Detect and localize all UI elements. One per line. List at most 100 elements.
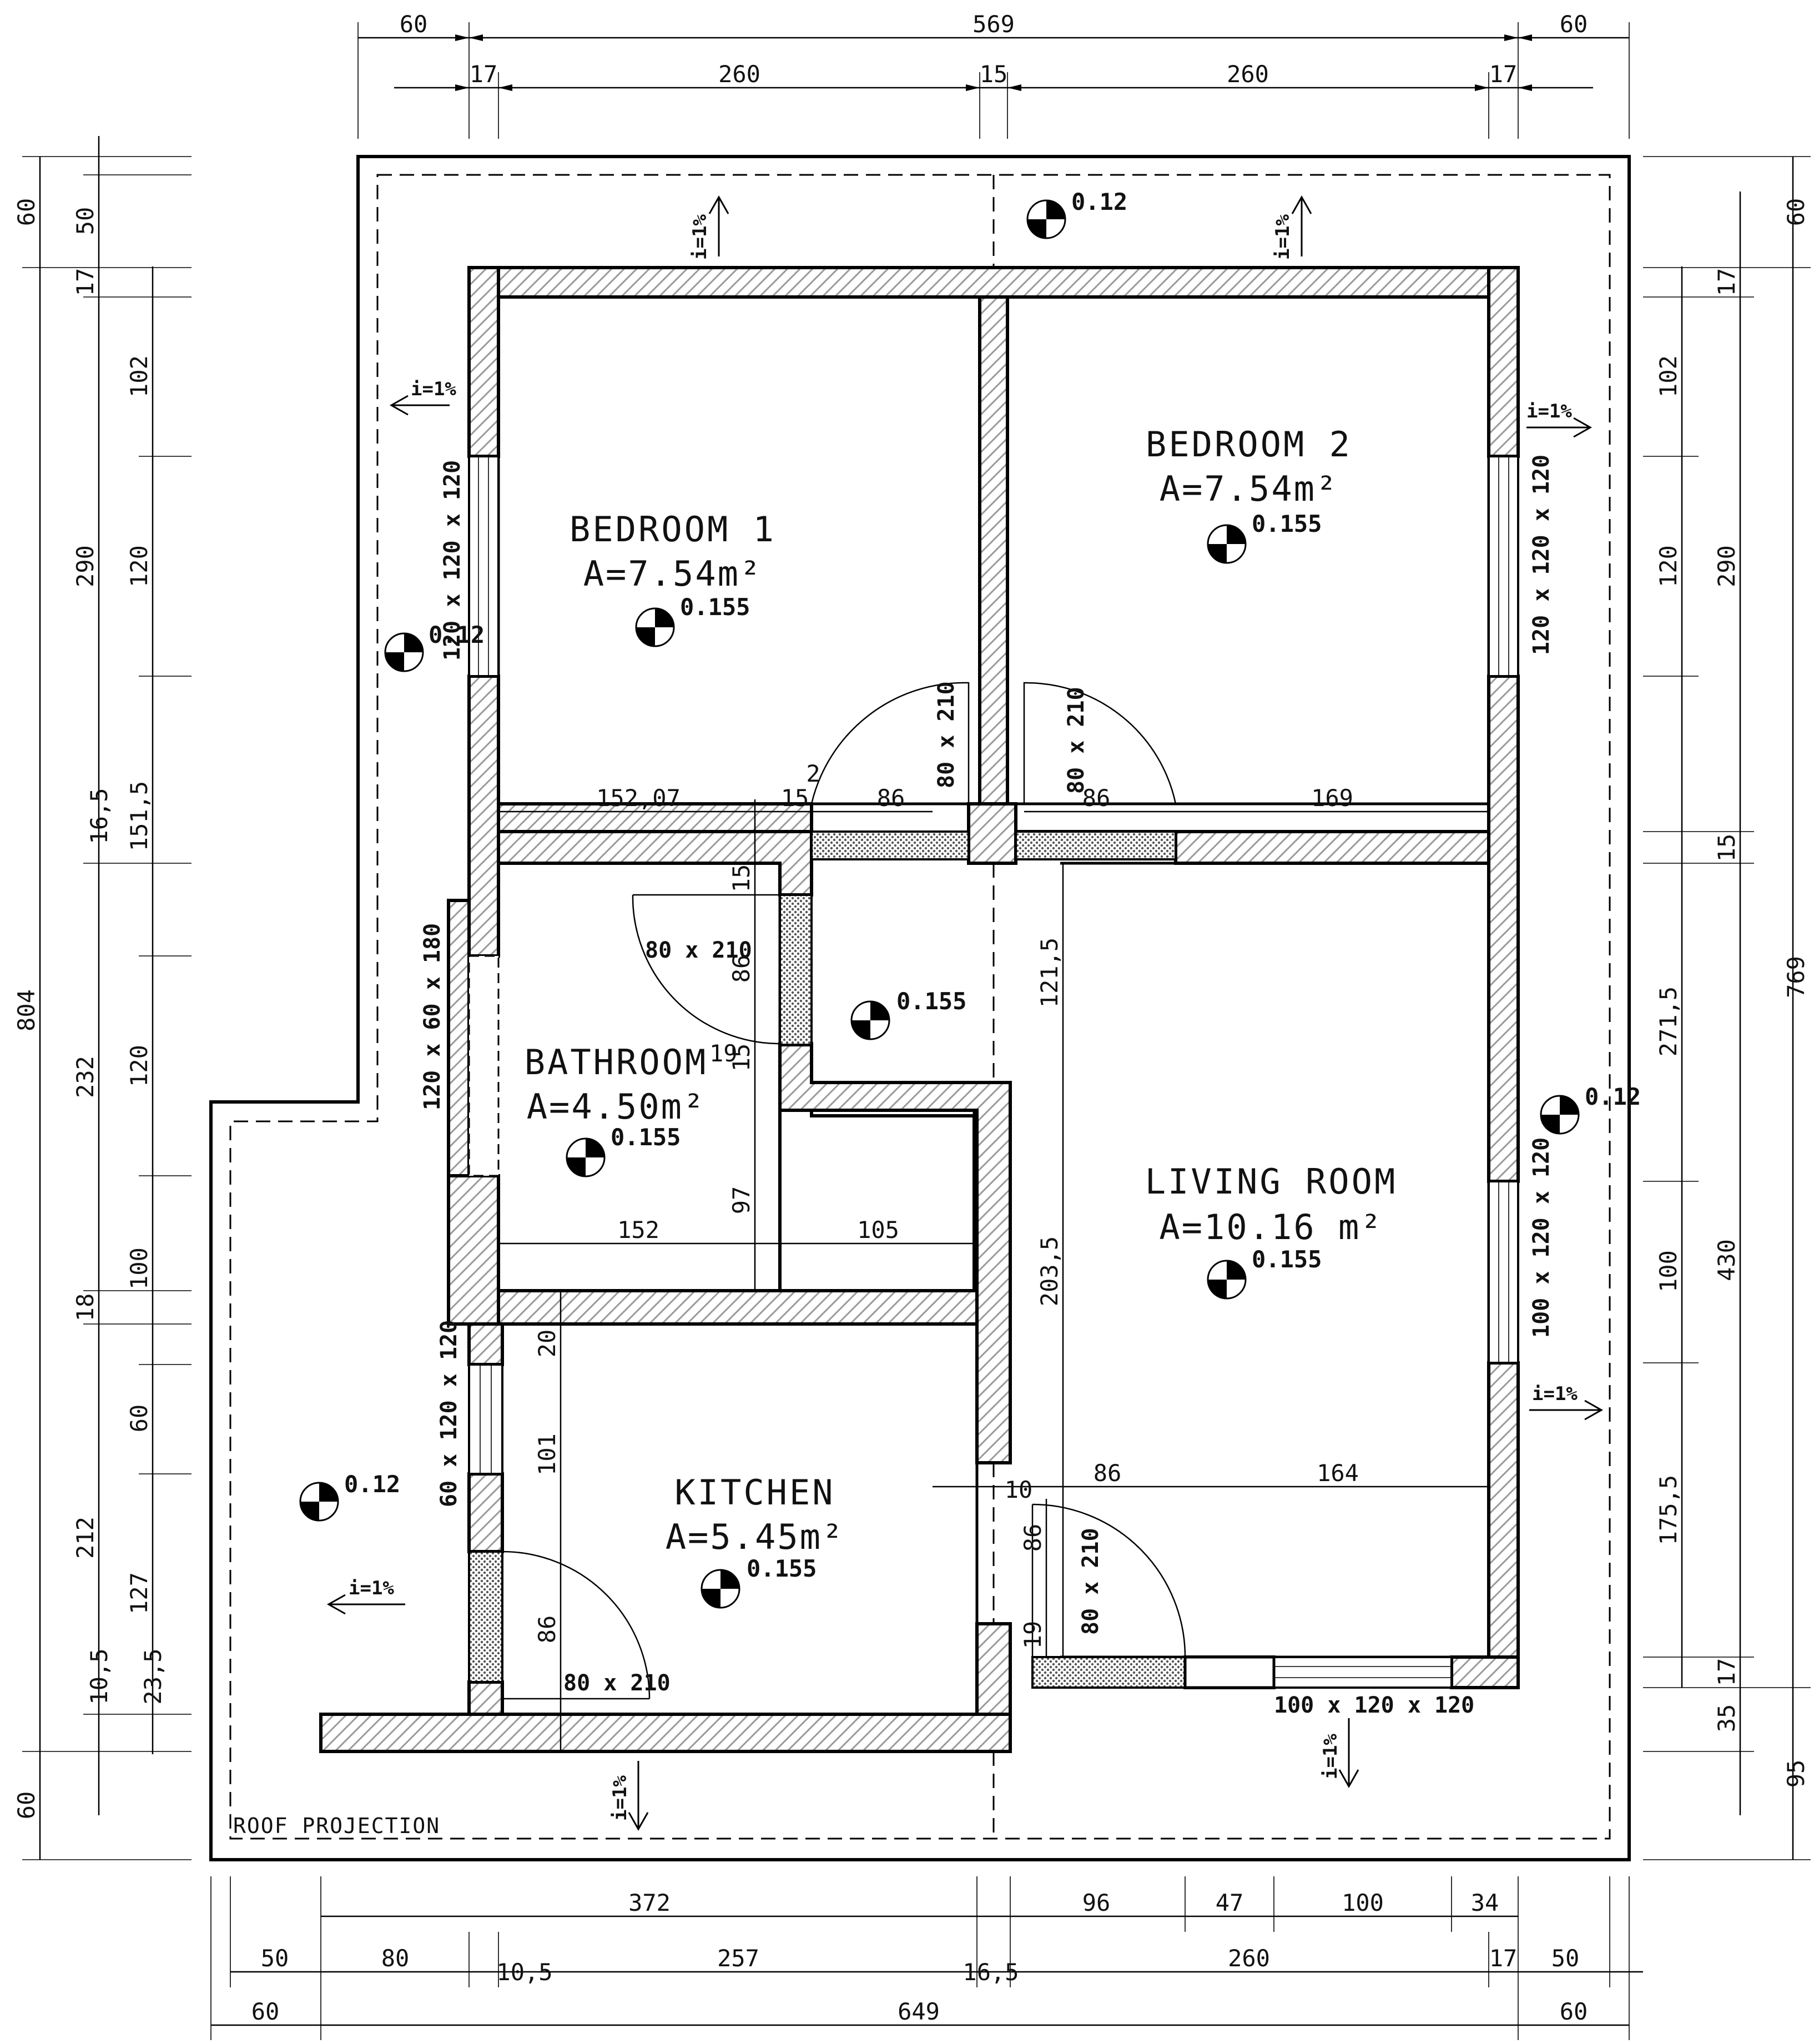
wall-right-mid <box>1487 674 1520 1183</box>
dim-in-15: 203,5 <box>1036 1236 1063 1306</box>
room-name-bedroom-2: BEDROOM 2 <box>1146 424 1352 465</box>
window-bedroom-2 <box>1488 455 1519 677</box>
dim-left-mid-1: 50 <box>72 207 99 235</box>
wall-bath-bottom <box>497 1289 979 1326</box>
level-marker-icon <box>384 632 424 672</box>
dim-in-14: 121,5 <box>1036 938 1063 1008</box>
door-label-living: 80 x 210 <box>1078 1528 1103 1635</box>
dim-left-inner-2: 120 <box>125 545 153 587</box>
dim-right-inner-5: 175,5 <box>1655 1475 1682 1545</box>
roof-projection-label: ROOF PROJECTION <box>233 1814 440 1838</box>
door-label-bedroom-2: 80 x 210 <box>1064 687 1089 794</box>
roof-projection-line <box>229 174 1611 1840</box>
wall-kitchen-right-lower <box>975 1622 1012 1716</box>
dim-left-inner-8: 23,5 <box>139 1648 167 1704</box>
window-bedroom-1 <box>468 455 500 677</box>
dim-left-inner-4: 120 <box>125 1045 153 1087</box>
slope-arrow-bottom-kitchen: i=1% <box>609 1761 649 1831</box>
slope-arrow-top-right: i=1% <box>1272 195 1312 260</box>
threshold-kitchen <box>468 1550 503 1683</box>
level-bedroom-2: 0.155 <box>1252 510 1322 537</box>
window-label-bedroom-2: 120 x 120 x 120 <box>1529 455 1554 655</box>
wall-right-lower <box>1487 1361 1520 1689</box>
room-name-living-room: LIVING ROOM <box>1145 1161 1398 1202</box>
dim-right-inner-2: 120 <box>1655 545 1682 587</box>
dim-right-outer-2: 769 <box>1782 956 1810 998</box>
wall-left-mid <box>467 674 500 958</box>
opening-labels: 120 x 120 x 120 120 x 120 x 120 120 x 60… <box>420 455 1554 1718</box>
window-label-living-right: 100 x 120 x 120 <box>1529 1137 1554 1338</box>
window-label-kitchen: 60 x 120 x 120 <box>436 1320 462 1507</box>
dim-bottom-10: 16,5 <box>963 1959 1019 1986</box>
dim-left-outer-3: 60 <box>13 1791 40 1820</box>
window-living-right <box>1488 1180 1519 1364</box>
level-marker-icon <box>1207 1260 1247 1300</box>
dim-in-4: 86 <box>877 784 905 812</box>
level-kitchen: 0.155 <box>747 1555 817 1582</box>
window-living-bottom <box>1273 1656 1453 1689</box>
window-living-fixed <box>1183 1655 1276 1689</box>
room-area-bedroom-2: A=7.54m² <box>1160 469 1339 509</box>
dim-in-3: 2 <box>806 760 820 787</box>
dim-bottom-13: 50 <box>1551 1945 1580 1972</box>
dim-bottom-7: 80 <box>381 1945 410 1972</box>
bathroom-outline <box>498 862 976 1292</box>
dim-top-8: 17 <box>1489 61 1518 88</box>
dim-in-22: 86 <box>1019 1524 1046 1552</box>
dim-bottom-16: 60 <box>1560 1998 1588 2025</box>
door-label-kitchen: 80 x 210 <box>563 1670 671 1696</box>
dim-left-mid-6: 18 <box>72 1293 99 1322</box>
svg-text:i=1%: i=1% <box>1526 400 1572 422</box>
door-label-bathroom: 80 x 210 <box>645 938 752 963</box>
level-outside-right: 0.12 <box>1585 1083 1641 1110</box>
dim-top-7: 260 <box>1227 61 1269 88</box>
slope-arrow-top-left: i=1% <box>689 195 729 260</box>
dim-bottom-15: 649 <box>898 1998 940 2025</box>
threshold-bedroom-2 <box>1015 830 1177 860</box>
wall-left-kitchen-2 <box>467 1472 504 1553</box>
level-marker-icon <box>850 1000 890 1040</box>
dim-left-inner-3: 151,5 <box>125 781 153 851</box>
wall-right-upper <box>1487 266 1520 458</box>
dim-left-outer-2: 804 <box>13 989 40 1031</box>
slope-arrows: i=1% i=1% i=1% i=1% i=1% i=1% i=1% i=1% <box>326 195 1604 1831</box>
dim-left-inner-6: 60 <box>125 1404 153 1433</box>
level-marker-icon <box>299 1482 339 1522</box>
dim-right-mid-4: 430 <box>1713 1239 1740 1281</box>
thin-walls <box>468 830 1186 1689</box>
slope-arrow-left-lower: i=1% <box>326 1577 405 1615</box>
kitchen-outline <box>502 1322 979 1716</box>
dim-left-inner-5: 100 <box>125 1247 153 1290</box>
window-label-bathroom: 120 x 60 x 180 <box>420 923 445 1110</box>
dim-right-inner-1: 102 <box>1655 355 1682 397</box>
dim-right-mid-3: 15 <box>1713 834 1740 862</box>
dim-in-23: 19 <box>1019 1621 1046 1649</box>
dim-in-9: 15 <box>728 1044 755 1072</box>
level-marker-icon <box>1540 1095 1580 1135</box>
dim-top-1: 60 <box>400 11 428 38</box>
room-area-living-room: A=10.16 m² <box>1159 1207 1383 1247</box>
dim-in-17: 101 <box>533 1433 561 1476</box>
dimensions-left: 60 804 60 50 17 290 16,5 232 18 212 10,5… <box>13 136 192 1860</box>
dim-in-7: 15 <box>728 864 755 893</box>
windows <box>468 455 1519 1689</box>
level-marker-icon <box>701 1569 740 1609</box>
roof-outline <box>209 155 1631 1861</box>
room-name-kitchen: KITCHEN <box>674 1472 835 1513</box>
level-marker-icon <box>635 607 675 647</box>
wall-bottom-kitchen <box>319 1713 1012 1753</box>
dim-right-outer-3: 95 <box>1782 1760 1810 1788</box>
level-outside-top: 0.12 <box>1071 188 1127 215</box>
svg-text:i=1%: i=1% <box>1532 1383 1578 1405</box>
door-bedroom-2 <box>1023 682 1177 804</box>
wall-top <box>467 266 1520 299</box>
dim-left-mid-5: 232 <box>72 1056 99 1098</box>
dimensions-top: 60 569 60 17 260 15 260 17 <box>357 11 1630 139</box>
wall-bedroom-partition <box>978 295 1009 805</box>
room-name-bathroom: BATHROOM <box>525 1042 708 1083</box>
dim-bottom-2: 96 <box>1082 1889 1111 1916</box>
door-living <box>1031 1503 1186 1658</box>
room-area-bathroom: A=4.50m² <box>527 1086 706 1127</box>
dim-in-16: 20 <box>533 1330 561 1358</box>
